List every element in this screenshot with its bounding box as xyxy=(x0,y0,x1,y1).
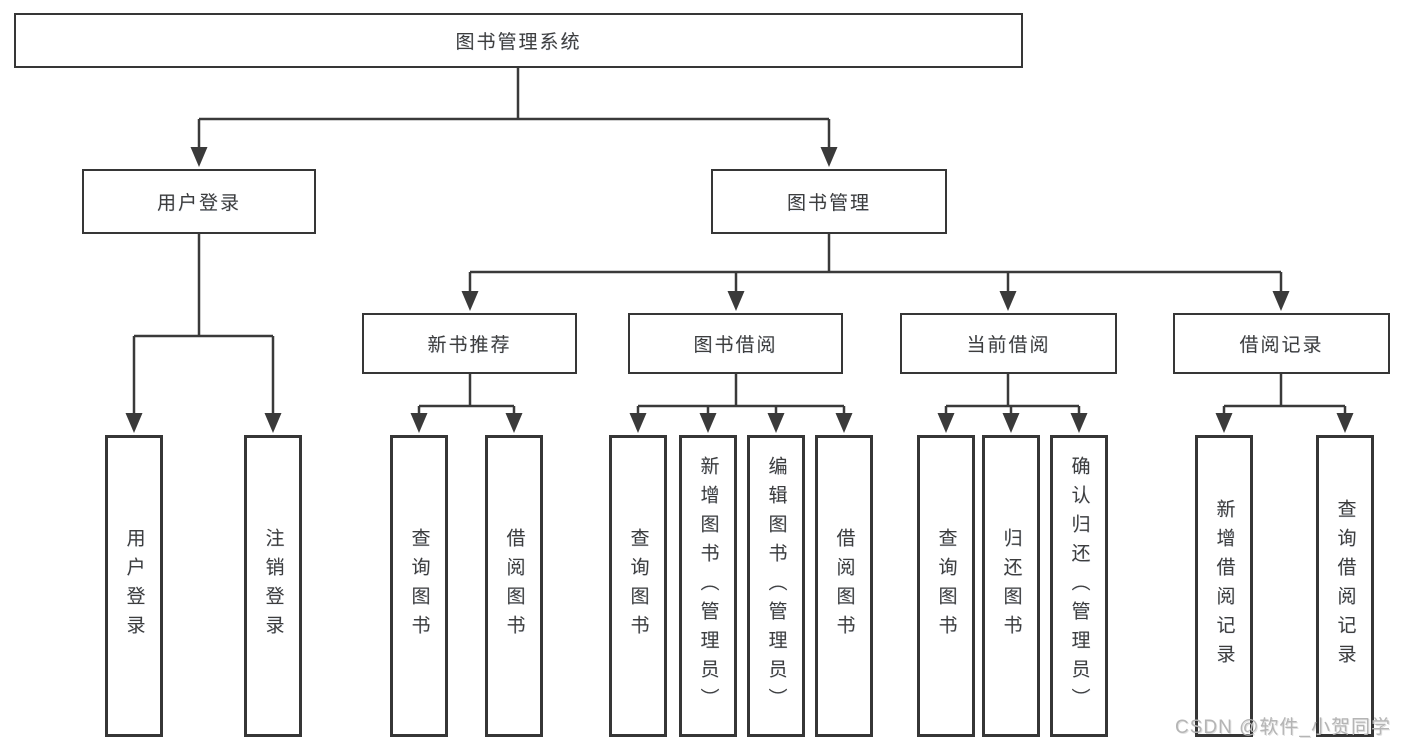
node-label: 查询图书 xyxy=(408,528,430,644)
node-new-book-recommend: 新书推荐 xyxy=(362,313,577,374)
leaf-borrow-books: 借阅图书 xyxy=(815,435,873,737)
node-user-login: 用户登录 xyxy=(82,169,316,234)
node-label: 用户登录 xyxy=(156,193,241,214)
node-label: 新增借阅记录 xyxy=(1213,499,1235,673)
node-borrow-records: 借阅记录 xyxy=(1173,313,1390,374)
node-book-management: 图书管理 xyxy=(711,169,947,234)
arrowheads xyxy=(125,147,1354,433)
leaf-borrow-books-recommend: 借阅图书 xyxy=(485,435,543,737)
node-label: 用户登录 xyxy=(123,528,145,644)
node-label: 图书管理 xyxy=(786,193,871,214)
node-label: 确认归还（管理员） xyxy=(1068,455,1090,717)
node-label: 借阅记录 xyxy=(1239,335,1324,356)
node-label: 归还图书 xyxy=(1000,528,1022,644)
leaf-return-books: 归还图书 xyxy=(982,435,1040,737)
node-label: 查询借阅记录 xyxy=(1334,499,1356,673)
node-label: 借阅图书 xyxy=(833,528,855,644)
csdn-watermark: CSDN @软件_小贺同学 xyxy=(1175,717,1391,738)
node-label: 编辑图书（管理员） xyxy=(765,455,787,717)
leaf-query-books-borrow: 查询图书 xyxy=(609,435,667,737)
leaf-query-books-current: 查询图书 xyxy=(917,435,975,737)
leaf-user-login: 用户登录 xyxy=(105,435,163,737)
leaf-query-books-recommend: 查询图书 xyxy=(390,435,448,737)
node-label: 注销登录 xyxy=(262,528,284,644)
node-current-borrowing: 当前借阅 xyxy=(900,313,1117,374)
node-label: 图书借阅 xyxy=(693,335,778,356)
leaf-edit-books-admin: 编辑图书（管理员） xyxy=(747,435,805,737)
leaf-logout: 注销登录 xyxy=(244,435,302,737)
node-label: 图书管理系统 xyxy=(455,32,582,53)
node-label: 当前借阅 xyxy=(966,335,1051,356)
leaf-add-books-admin: 新增图书（管理员） xyxy=(679,435,737,737)
node-label: 查询图书 xyxy=(935,528,957,644)
node-label: 查询图书 xyxy=(627,528,649,644)
leaf-confirm-return-admin: 确认归还（管理员） xyxy=(1050,435,1108,737)
node-label: 新书推荐 xyxy=(427,335,512,356)
node-book-borrowing: 图书借阅 xyxy=(628,313,843,374)
node-label: 新增图书（管理员） xyxy=(697,455,719,717)
node-system-root: 图书管理系统 xyxy=(14,13,1023,68)
leaf-query-borrow-record: 查询借阅记录 xyxy=(1316,435,1374,737)
leaf-add-borrow-record: 新增借阅记录 xyxy=(1195,435,1253,737)
node-label: 借阅图书 xyxy=(503,528,525,644)
